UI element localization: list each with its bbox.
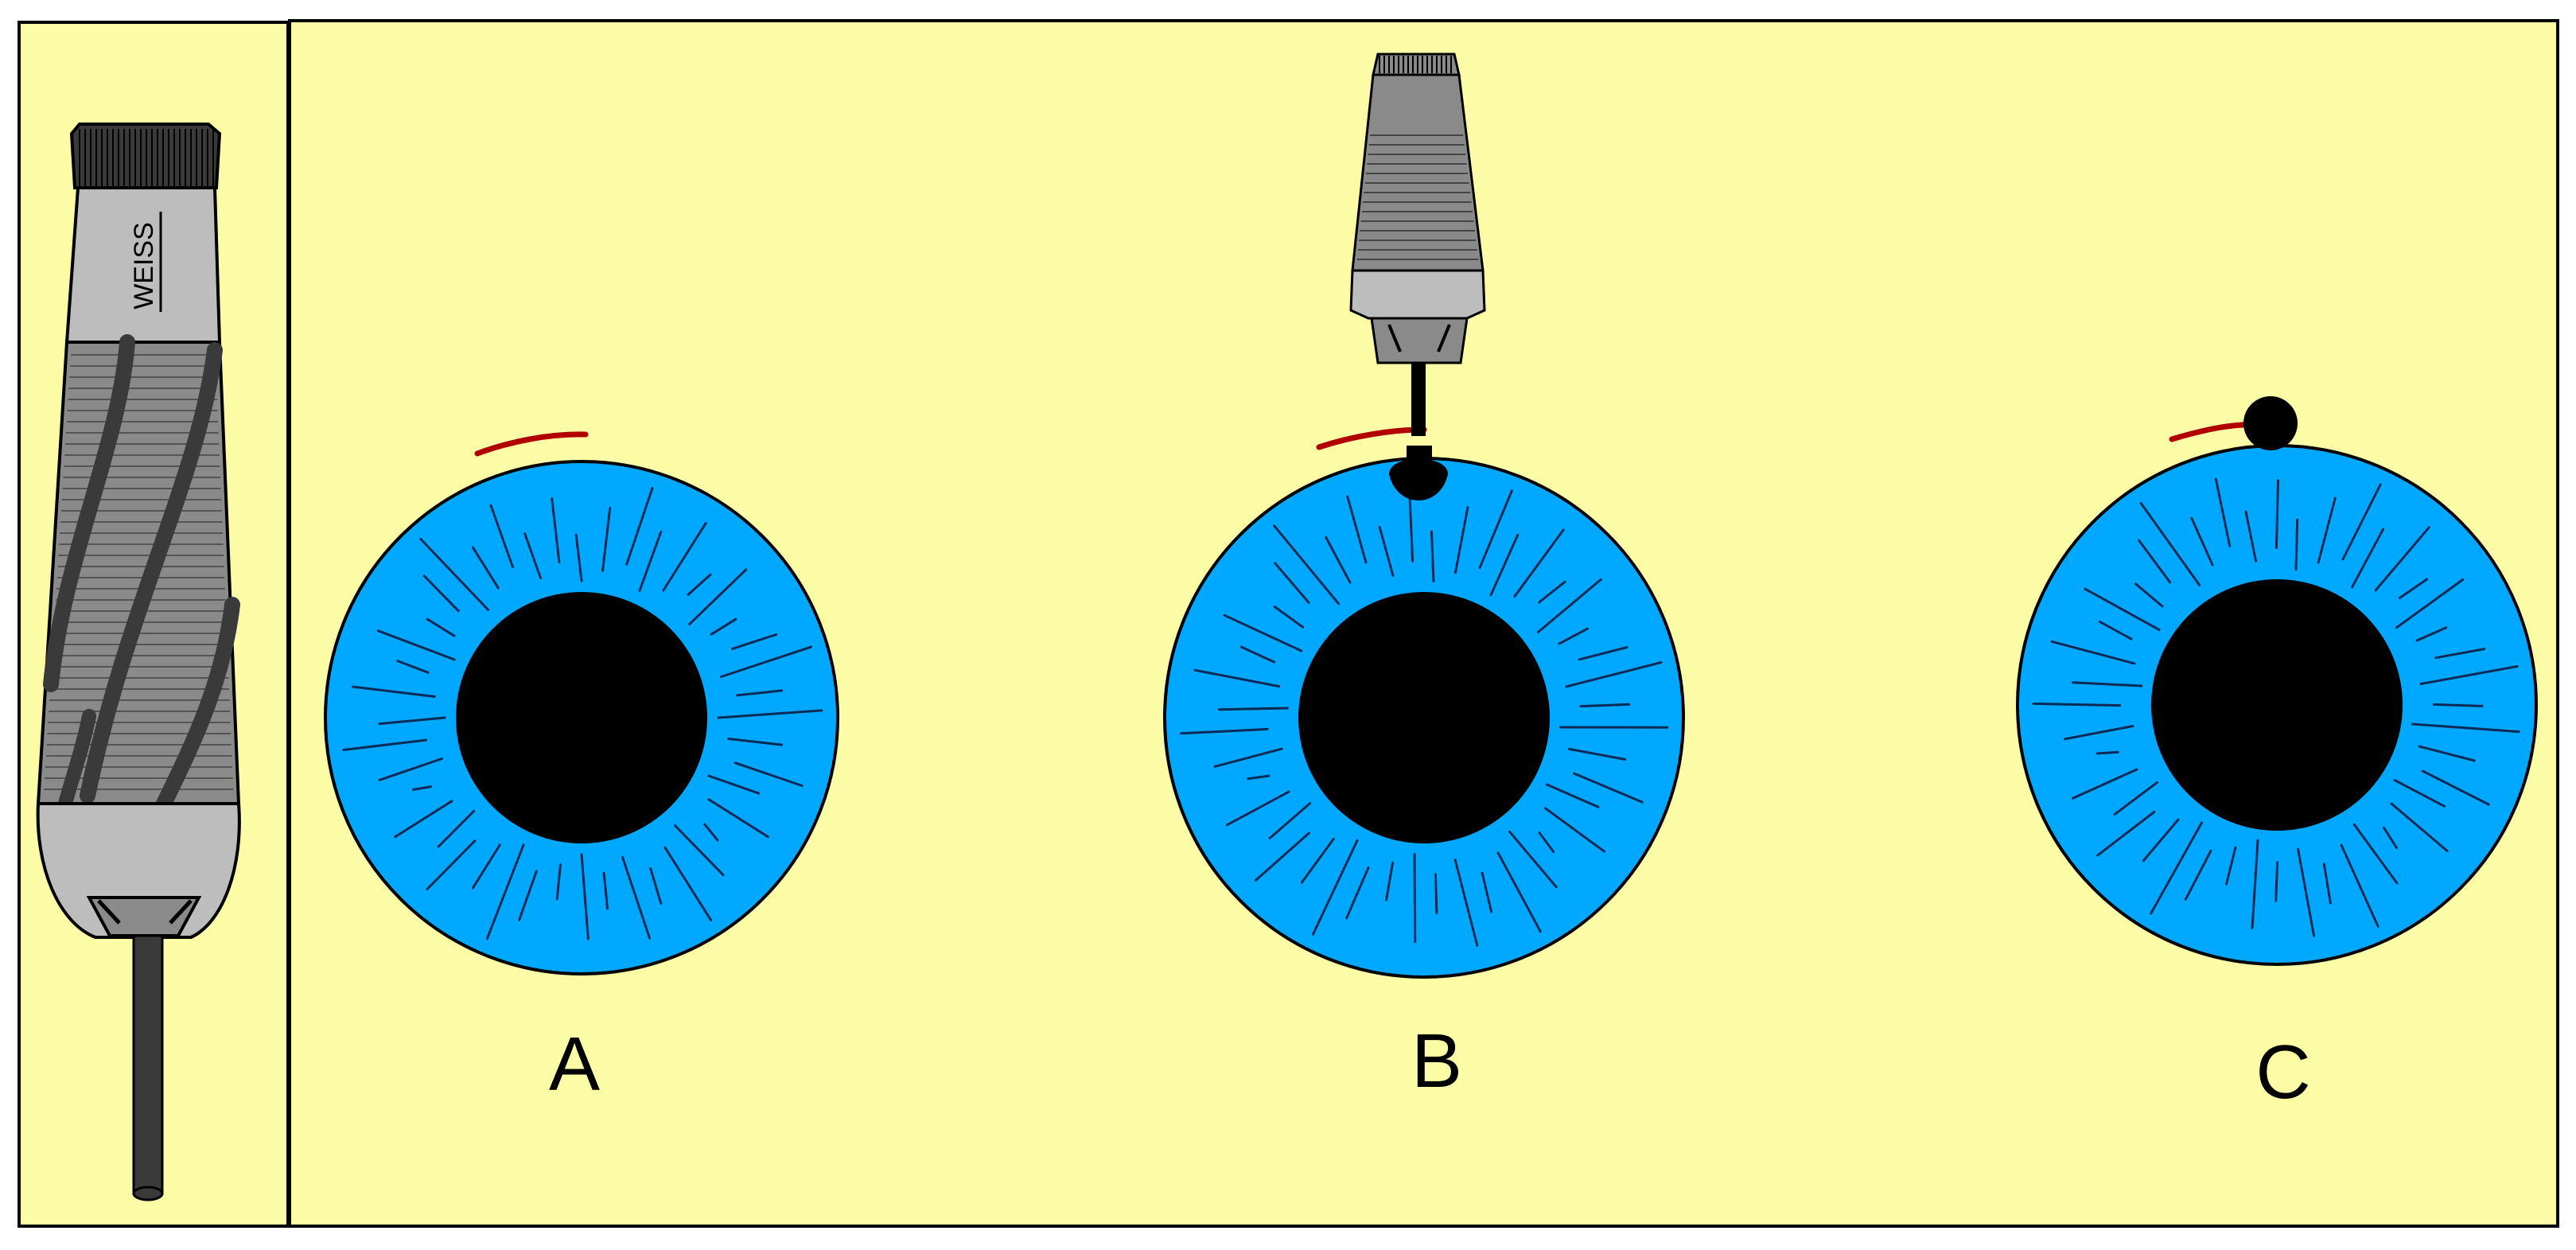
eyes-group (324, 422, 2538, 979)
iris-fibers (342, 486, 823, 940)
eye-iris-icon (324, 431, 839, 975)
tool-b-shaft (1411, 363, 1426, 436)
panel-label-a: A (549, 1022, 600, 1107)
ball-tip-icon (2243, 396, 2298, 450)
panel-label-c: C (2255, 1030, 2310, 1115)
pupil (1298, 592, 1550, 843)
instrument-shaft (132, 934, 164, 1195)
instrument-tip-icon (1349, 53, 1486, 500)
tool-b-cone (1370, 317, 1469, 364)
pupil (2151, 579, 2403, 831)
tool-b-ribs (1356, 134, 1479, 260)
tool-b-tip-mark (1389, 458, 1448, 500)
screwdriver-handle-icon: WEISS (36, 123, 241, 1201)
panel-label-b: B (1411, 1018, 1462, 1104)
instrument-spiral-grooves (43, 334, 240, 812)
tool-b-cap-knurl (1379, 56, 1452, 73)
eye-iris-icon (1163, 426, 1685, 979)
iris-fibers (2032, 477, 2520, 937)
incision-mark (474, 431, 589, 457)
iris-fibers (1180, 489, 1669, 947)
tool-b-collar (1349, 269, 1486, 320)
instrument-cap-knurl (79, 129, 214, 186)
instrument-cone (86, 896, 202, 937)
brand-text: WEISS (129, 222, 159, 310)
pupil (456, 592, 707, 843)
